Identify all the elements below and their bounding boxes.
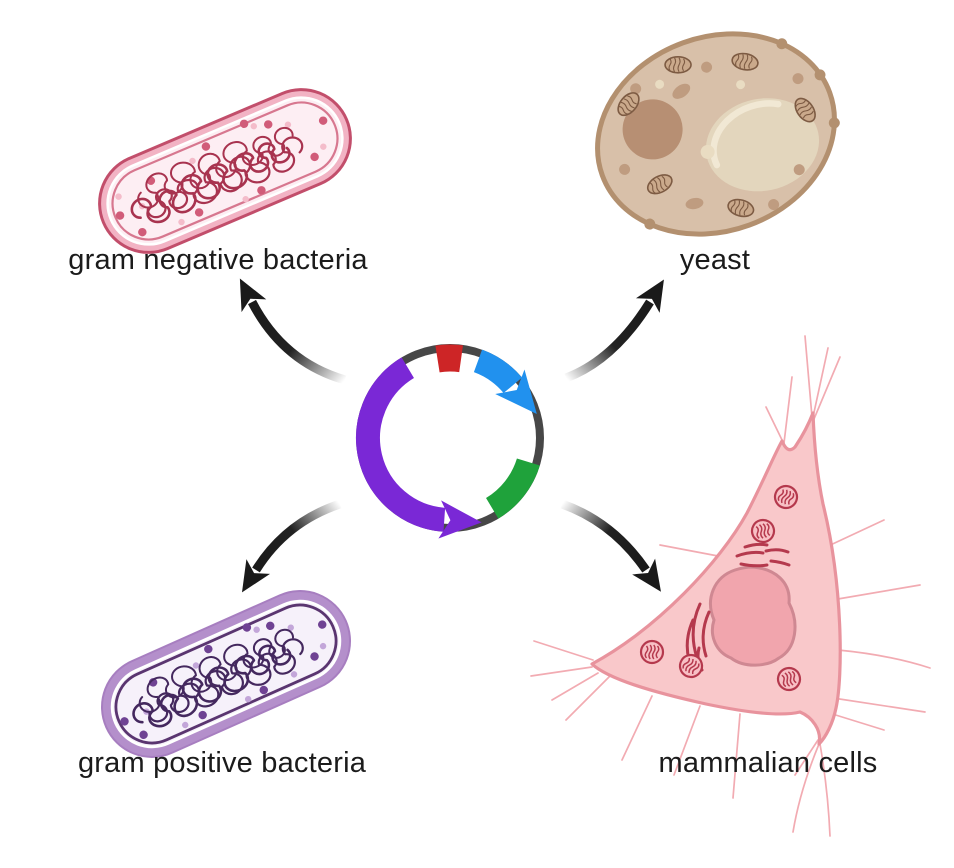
label-yeast: yeast: [679, 244, 751, 276]
plasmid-segment-purple: [356, 357, 482, 539]
label-gram-positive-bacteria: gram positive bacteria: [77, 747, 367, 779]
cell-body: [590, 411, 842, 746]
plasmid-segment-blue: [473, 349, 537, 414]
plasmid-segment-red: [435, 344, 463, 373]
plasmid-icon: [356, 344, 544, 539]
yeast-cell-icon: [595, 31, 840, 237]
mammalian-cell-icon: [530, 335, 931, 837]
arrow-to-gram-negative: [239, 278, 347, 385]
label-mammalian-cells: mammalian cells: [658, 747, 878, 779]
arrow-to-mammalian: [560, 499, 661, 592]
plasmid-segment-green: [485, 458, 540, 519]
arrow-to-gram-positive: [241, 499, 342, 593]
yeast-nucleus: [622, 99, 683, 160]
label-gram-negative-bacteria: gram negative bacteria: [68, 244, 368, 276]
gram-negative-bacterium-icon: [98, 88, 352, 254]
filopodia: [530, 335, 931, 837]
gram-positive-bacterium-icon: [101, 590, 351, 758]
arrow-to-yeast: [564, 279, 664, 383]
cell-nucleus: [709, 565, 797, 667]
